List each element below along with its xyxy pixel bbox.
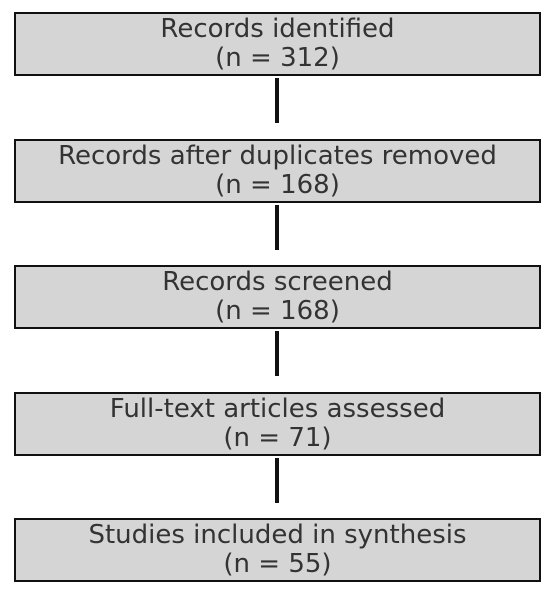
stage-count: (n = 312)	[215, 43, 340, 73]
connector-line	[275, 331, 279, 376]
stage-count: (n = 55)	[223, 549, 332, 579]
connector-line	[275, 205, 279, 250]
stage-count: (n = 71)	[223, 423, 332, 453]
stage-label: Studies included in synthesis	[88, 520, 467, 550]
stage-box-studies-included: Studies included in synthesis (n = 55)	[14, 518, 541, 582]
stage-count: (n = 168)	[215, 296, 340, 326]
stage-label: Records identified	[160, 14, 395, 44]
stage-label: Records after duplicates removed	[58, 141, 497, 171]
stage-count: (n = 168)	[215, 170, 340, 200]
stage-label: Records screened	[162, 267, 393, 297]
stage-box-full-text-assessed: Full-text articles assessed (n = 71)	[14, 392, 541, 456]
stage-box-duplicates-removed: Records after duplicates removed (n = 16…	[14, 139, 541, 203]
stage-label: Full-text articles assessed	[109, 394, 446, 424]
stage-box-records-screened: Records screened (n = 168)	[14, 265, 541, 329]
stage-box-records-identified: Records identified (n = 312)	[14, 12, 541, 76]
connector-line	[275, 78, 279, 123]
connector-line	[275, 458, 279, 503]
